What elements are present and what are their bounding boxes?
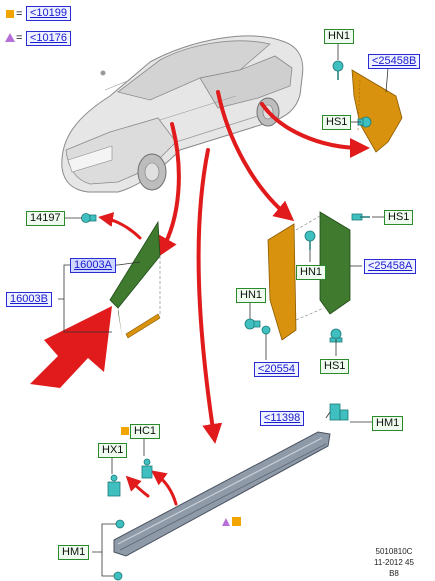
arrow-to-rear-trim (260, 102, 370, 158)
clip-hn1-mid-icon (304, 230, 316, 250)
clip-hc1-icon (141, 458, 153, 479)
label-hn1-mid[interactable]: HN1 (296, 265, 327, 280)
label-hn1-top[interactable]: HN1 (324, 29, 355, 44)
part-25458a-20554-trims (267, 211, 351, 341)
arrow-to-sill (196, 148, 223, 444)
callout-arrows (98, 90, 370, 506)
arrow-to-clip-hc1 (151, 470, 178, 506)
label-11398[interactable]: <11398 (260, 411, 305, 426)
label-hs1-bottom[interactable]: HS1 (320, 359, 350, 374)
clip-hn1-left-icon (244, 318, 261, 330)
legend-eq-1: = (16, 8, 23, 20)
big-arrow-icon (30, 306, 112, 388)
clip-hs1-mid-icon (351, 213, 370, 221)
label-16003a[interactable]: 16003A (70, 258, 116, 273)
footer-line-3: B8 (389, 569, 399, 578)
footer-line-1: 5010810C (375, 547, 413, 556)
clip-hm1-left-bottom-icon (113, 571, 123, 581)
label-20554[interactable]: <20554 (254, 362, 300, 377)
arrow-to-door-trim (216, 90, 295, 222)
clip-20554-icon (261, 325, 271, 335)
legend-triangle-swatch (5, 33, 15, 42)
label-hx1[interactable]: HX1 (98, 443, 128, 458)
car-illustration (61, 35, 304, 193)
label-hc1[interactable]: HC1 (130, 424, 161, 439)
label-hs1-top[interactable]: HS1 (322, 115, 352, 130)
part-sill-moulding (113, 431, 331, 557)
label-hs1-mid[interactable]: HS1 (384, 210, 414, 225)
footer-line-2: 11-2012 45 (374, 558, 414, 567)
label-hm1-right[interactable]: HM1 (372, 416, 404, 431)
clip-14197-icon (81, 213, 97, 223)
label-25458b[interactable]: <25458B (368, 54, 421, 69)
square-marker-hc1-icon (121, 427, 129, 435)
legend-square-swatch (6, 10, 14, 18)
triangle-marker-icon (222, 518, 230, 526)
arrow-to-clip-hx1 (125, 475, 150, 498)
legend-eq-2: = (16, 32, 23, 44)
label-14197[interactable]: 14197 (26, 211, 65, 226)
clip-hn1-top-icon (332, 60, 344, 80)
label-25458a[interactable]: <25458A (364, 259, 417, 274)
legend-square-ref[interactable]: <10199 (26, 6, 72, 21)
label-16003b[interactable]: 16003B (6, 292, 52, 307)
part-25458b-trim (351, 69, 403, 153)
clip-hm1-right-icon (329, 403, 349, 421)
part-16003-trim (109, 220, 161, 339)
legend-triangle-ref[interactable]: <10176 (26, 31, 72, 46)
arrow-to-mirror-trim (158, 122, 181, 257)
clip-hm1-left-top-icon (115, 519, 125, 529)
label-hm1-left[interactable]: HM1 (58, 545, 90, 560)
label-hn1-left[interactable]: HN1 (236, 288, 267, 303)
leader-lines (58, 44, 389, 577)
arrow-to-clip-14197 (98, 212, 142, 240)
square-marker-icon (232, 517, 241, 526)
clip-hx1-icon (107, 474, 121, 497)
